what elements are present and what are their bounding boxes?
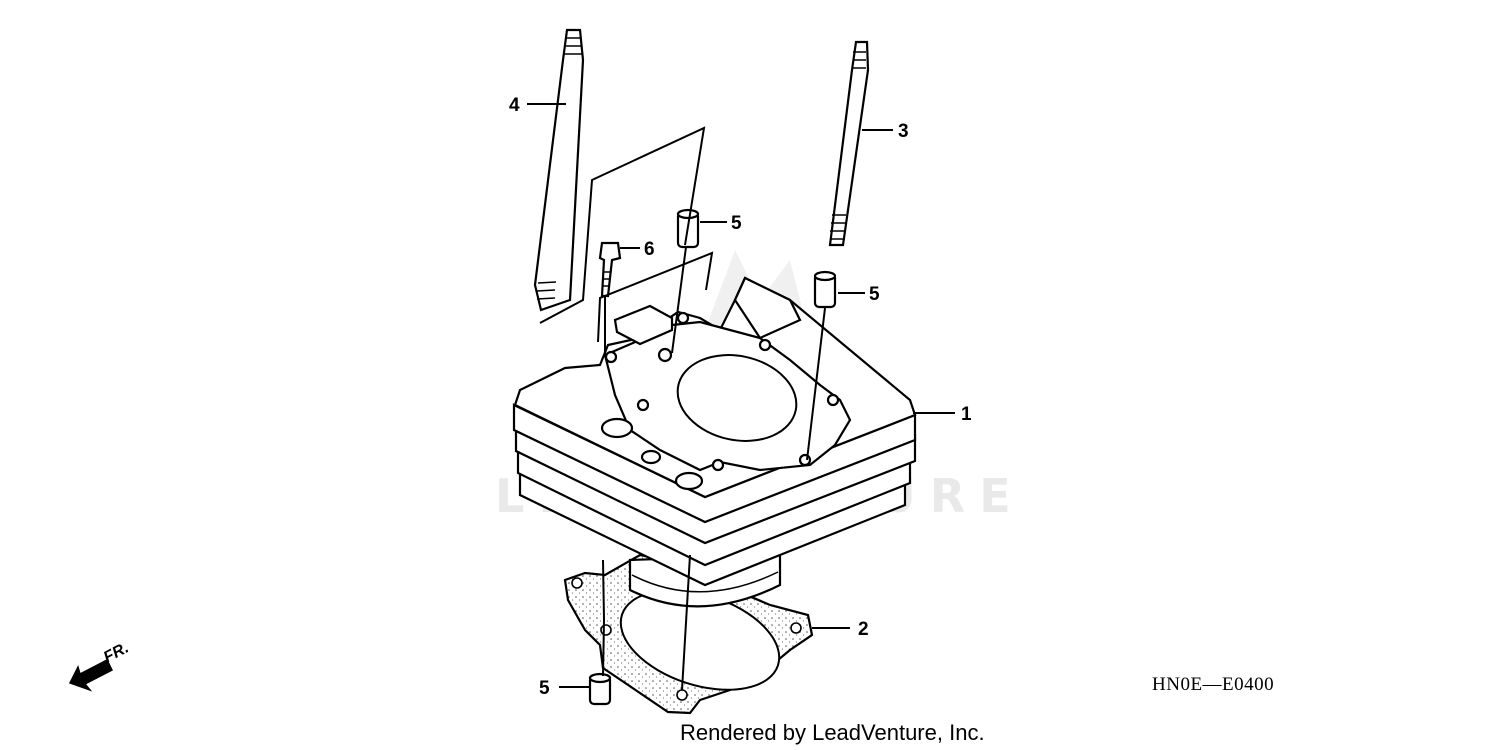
callout-4: 4 <box>509 95 520 116</box>
callout-5-top: 5 <box>731 213 742 234</box>
credit-text: Rendered by LeadVenture, Inc. <box>680 720 985 745</box>
stud-bolt-left <box>533 28 585 312</box>
diagram-code: HN0E—E0400 <box>1152 674 1274 695</box>
callout-3: 3 <box>898 121 909 142</box>
dowel-pin-top <box>676 208 700 249</box>
bolt <box>598 241 622 298</box>
leader-lines <box>527 103 955 688</box>
callout-1: 1 <box>961 404 972 425</box>
callout-2: 2 <box>858 619 869 640</box>
alignment-lines <box>539 126 826 691</box>
callout-5-bottom: 5 <box>539 678 550 699</box>
callout-5-right: 5 <box>869 284 880 305</box>
dowel-pin-right <box>813 270 837 309</box>
cylinder-block <box>512 276 917 587</box>
stud-bolt-right <box>828 40 870 247</box>
front-direction-arrow: FR. <box>68 639 132 692</box>
dowel-pin-bottom <box>588 672 612 706</box>
callout-6: 6 <box>644 239 655 260</box>
